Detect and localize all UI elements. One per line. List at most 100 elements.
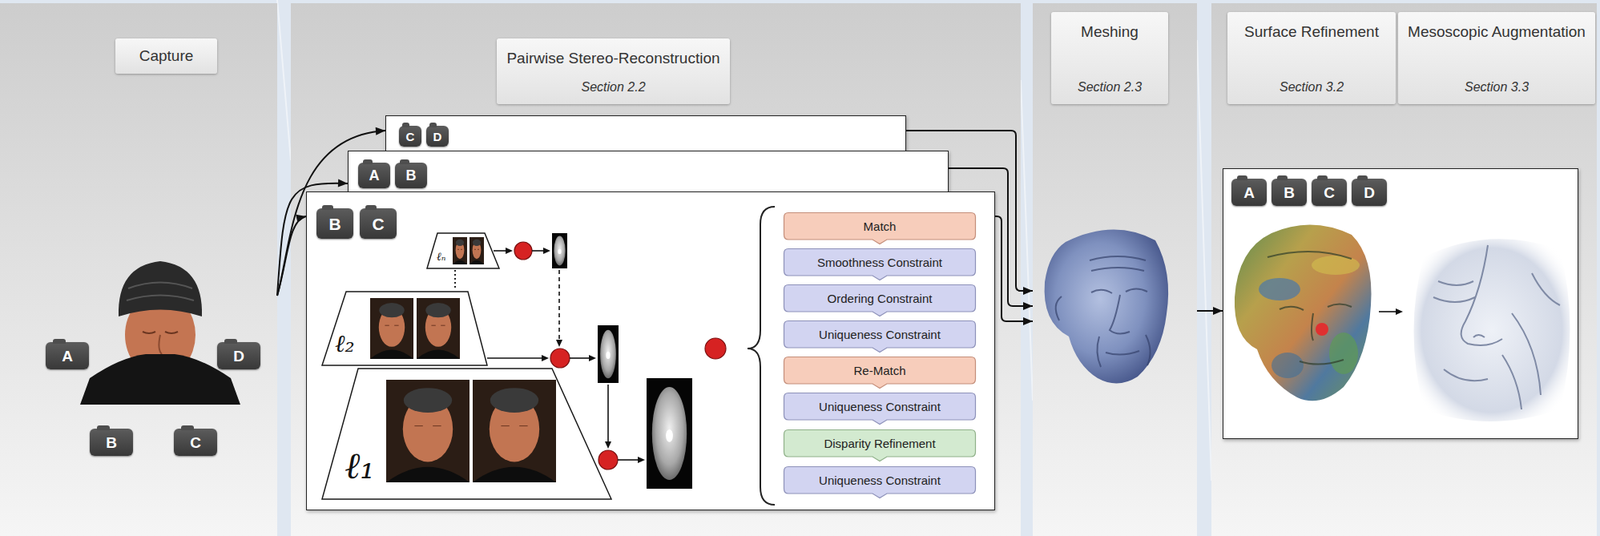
- drawing-part: [705, 338, 726, 359]
- step-text-holder: Ordering Constraint: [783, 284, 976, 312]
- drawing-part: [469, 260, 484, 265]
- pyramid-level: ℓ₂: [322, 291, 488, 366]
- drawing-part: [1023, 286, 1033, 295]
- level-label: ℓₙ: [436, 250, 447, 262]
- drawing-part: [541, 354, 549, 362]
- stage-panel: [1211, 3, 1597, 536]
- camera-letter: C: [1323, 185, 1335, 201]
- camera-icon: A: [358, 162, 391, 189]
- camera-icon: B: [394, 162, 428, 189]
- level-label: ℓ₂: [334, 331, 355, 356]
- camera-icon: C: [173, 428, 218, 456]
- camera-icon: A: [1231, 178, 1267, 206]
- stage-band: CaptureADBC: [0, 3, 278, 536]
- drawing-part: [338, 179, 348, 188]
- camera-icon: D: [217, 342, 261, 370]
- drawing-part: [784, 285, 976, 317]
- level-label-holder: ℓ₂: [334, 331, 355, 356]
- drawing-part: [375, 127, 386, 136]
- drawing-part: [543, 247, 551, 254]
- drawing-part: [1213, 306, 1223, 315]
- stage-band: Surface RefinementSection 3.2Mesoscopic …: [1211, 3, 1597, 536]
- camera-icon: D: [426, 125, 449, 147]
- subject-person: [80, 261, 241, 405]
- drawing-part: [1395, 308, 1403, 315]
- drawing-part: [142, 331, 178, 334]
- drawing-part: [784, 213, 976, 245]
- camera-letter: C: [189, 435, 202, 451]
- pipeline-step: Smoothness Constraint: [783, 248, 976, 281]
- drawing-part: [403, 387, 452, 413]
- drawing-part: [588, 354, 597, 362]
- drawing-part: [427, 233, 500, 269]
- section-ref: Section 2.2: [580, 79, 645, 95]
- stage-header: Surface RefinementSection 3.2: [1227, 12, 1396, 105]
- drawing-part: [472, 239, 481, 246]
- section-ref: Section 3.2: [1279, 79, 1344, 95]
- drawing-part: [558, 270, 561, 340]
- camera-letter: D: [1363, 185, 1375, 201]
- level-label: ℓ₁: [344, 447, 375, 484]
- camera-letter: D: [433, 130, 443, 143]
- drawing-part: [569, 357, 589, 359]
- pipeline-step: Re-Match: [783, 356, 976, 389]
- step-text-holder: Match: [783, 212, 976, 240]
- drawing-part: [598, 450, 618, 470]
- drawing-part: [747, 206, 775, 505]
- camera-letter: C: [371, 215, 384, 233]
- drawing-part: [1315, 322, 1329, 336]
- drawing-part: [490, 387, 539, 413]
- drawing-part: [322, 368, 612, 500]
- drawing-part: [665, 429, 674, 443]
- drawing-part: [386, 379, 470, 483]
- drawing-part: [1234, 224, 1372, 401]
- drawing-part: [493, 249, 506, 252]
- drawing-part: [425, 302, 451, 318]
- drawing-part: [1311, 255, 1360, 275]
- flow-arrow: [995, 216, 1033, 326]
- drawing-part: [384, 325, 399, 327]
- drawing-part: [80, 354, 241, 405]
- drawing-part: [784, 393, 976, 425]
- stage-header: Mesoscopic AugmentationSection 3.3: [1398, 12, 1596, 105]
- step-label: Match: [863, 219, 897, 234]
- pipeline-step: Match: [783, 212, 976, 245]
- drawing-part: [386, 467, 470, 483]
- section-ref: Section 3.3: [1464, 79, 1529, 95]
- stage-title: Meshing: [1080, 23, 1139, 41]
- drawing-part: [457, 249, 463, 250]
- stage-panel: [1032, 3, 1197, 536]
- camera-icon: A: [45, 342, 89, 370]
- camera-letter: B: [328, 215, 341, 233]
- drawing-part: [1020, 80, 1033, 401]
- stage-panel: [0, 3, 278, 536]
- step-label: Uniqueness Constraint: [818, 327, 941, 342]
- step-text-holder: Smoothness Constraint: [783, 248, 976, 276]
- drawing-part: [600, 330, 617, 379]
- camera-letter: D: [233, 348, 245, 364]
- drawing-part: [416, 298, 460, 359]
- drawing-part: [784, 249, 976, 281]
- drawing-part: [550, 348, 570, 368]
- step-label: Disparity Refinement: [823, 436, 936, 451]
- camera-letter: A: [369, 168, 380, 183]
- drawing-part: [469, 237, 484, 265]
- drawing-part: [1023, 302, 1033, 311]
- drawing-part: [556, 339, 563, 347]
- pipeline-step: Uniqueness Constraint: [783, 320, 976, 353]
- camera-letter: B: [1283, 185, 1295, 201]
- pyramid-level: ℓₙ: [427, 233, 500, 269]
- camera-icon: C: [398, 125, 422, 147]
- camera-icon: B: [316, 208, 354, 239]
- drawing-part: [416, 350, 460, 359]
- drawing-part: [646, 378, 693, 489]
- stage-band: Pairwise Stereo-ReconstructionSection 2.…: [290, 3, 1021, 536]
- drawing-part: [784, 321, 976, 353]
- drawing-part: [553, 236, 565, 266]
- step-label: Ordering Constraint: [827, 291, 933, 306]
- stage-title: Surface Refinement: [1244, 23, 1379, 41]
- mesh-illustration: [1044, 229, 1169, 383]
- drawing-part: [370, 298, 414, 359]
- drawing-part: [637, 456, 645, 464]
